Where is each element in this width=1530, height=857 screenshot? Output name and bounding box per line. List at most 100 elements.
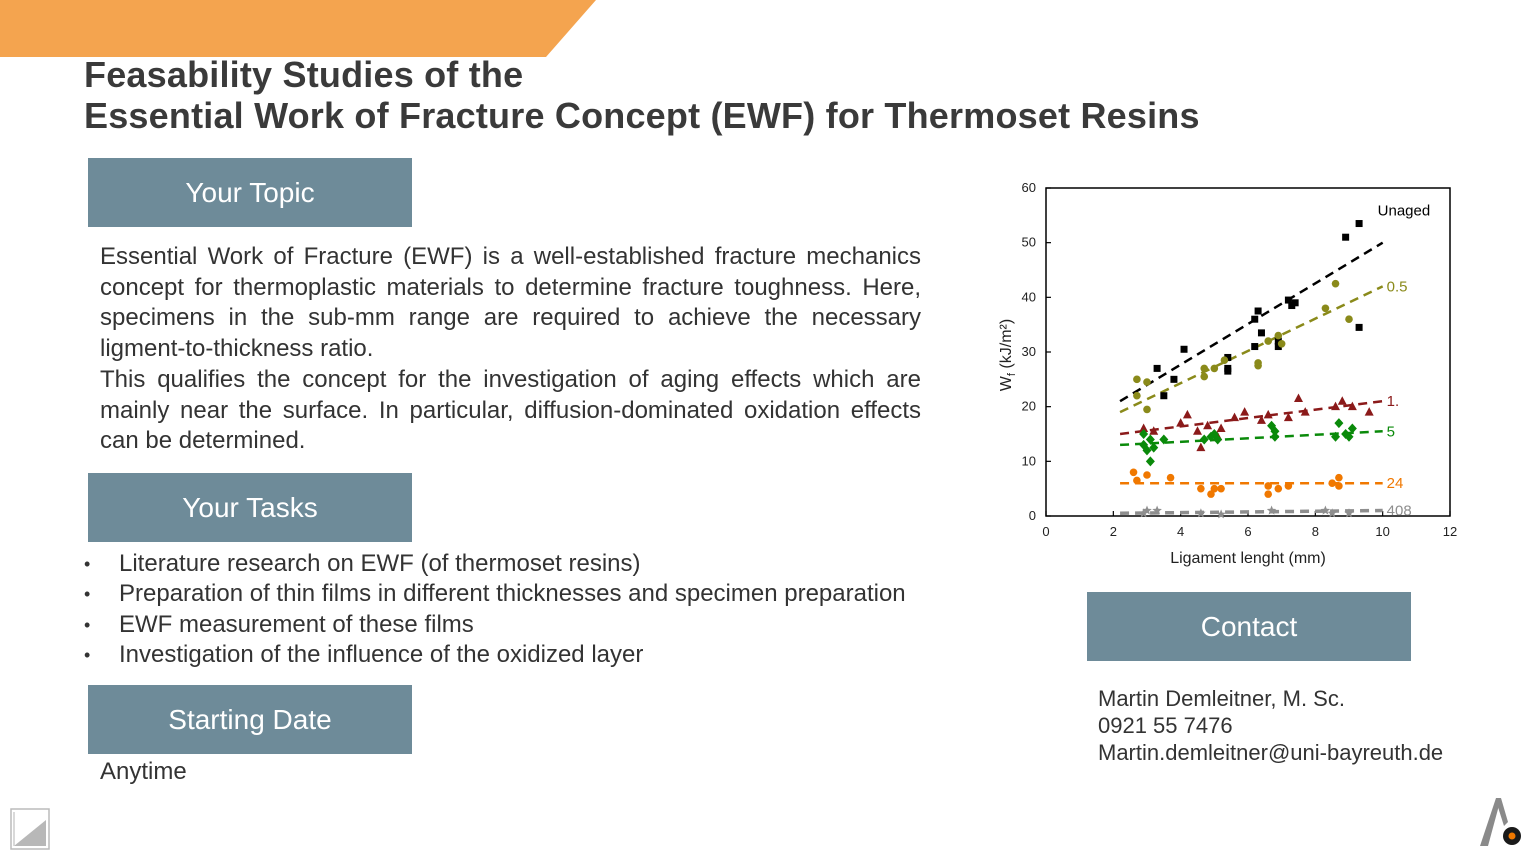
data-point-circle xyxy=(1143,405,1151,414)
x-tick-label: 0 xyxy=(1042,524,1049,539)
topic-paragraph-2: This qualifies the concept for the inves… xyxy=(100,365,921,455)
data-point-square xyxy=(1291,299,1299,307)
data-point-star xyxy=(1216,509,1226,519)
y-tick-label: 20 xyxy=(1022,399,1036,414)
starting-date-value: Anytime xyxy=(100,758,187,785)
bullet-icon: • xyxy=(84,614,91,635)
task-text: Investigation of the influence of the ox… xyxy=(119,641,644,669)
data-point-triangle xyxy=(1300,407,1310,416)
data-point-triangle xyxy=(1196,442,1206,452)
data-point-circle xyxy=(1210,364,1219,373)
fit-line xyxy=(1120,508,1383,516)
top-banner-decoration xyxy=(0,0,596,57)
series-label: 408 xyxy=(1387,503,1412,520)
data-point-star xyxy=(1152,505,1162,515)
starting-date-heading-box: Starting Date xyxy=(88,685,412,754)
data-point-diamond xyxy=(1209,429,1219,439)
banner-shape xyxy=(0,0,596,57)
data-point-diamond xyxy=(1142,445,1152,456)
data-point-triangle xyxy=(1182,409,1192,419)
data-point-triangle xyxy=(1331,401,1341,411)
x-tick-label: 12 xyxy=(1443,524,1457,539)
contact-heading: Contact xyxy=(1200,610,1298,642)
chart-fit-lines xyxy=(1119,241,1384,516)
data-point-diamond xyxy=(1149,442,1159,453)
data-point-triangle xyxy=(1347,401,1357,411)
series-label: 1. xyxy=(1387,393,1400,410)
data-point-square xyxy=(1224,353,1232,361)
data-point-diamond xyxy=(1334,418,1344,429)
page-title: Feasability Studies of the Essential Wor… xyxy=(84,54,1200,136)
data-point-circle xyxy=(1166,473,1175,482)
contact-name: Martin Demleitner, M. Sc. xyxy=(1098,686,1345,711)
data-point-triangle xyxy=(1193,426,1202,435)
data-point-circle xyxy=(1129,468,1138,477)
data-point-circle xyxy=(1335,473,1343,482)
data-point-triangle xyxy=(1364,407,1374,416)
data-point-square xyxy=(1342,233,1350,241)
data-point-square xyxy=(1355,220,1363,228)
data-point-triangle xyxy=(1139,423,1149,433)
fit-line xyxy=(1119,285,1384,414)
data-point-square xyxy=(1254,307,1262,315)
y-tick-label: 30 xyxy=(1022,344,1036,359)
data-point-diamond xyxy=(1206,431,1216,442)
data-point-circle xyxy=(1331,279,1340,288)
data-point-circle xyxy=(1345,315,1353,323)
data-point-triangle xyxy=(1230,412,1240,422)
data-point-circle xyxy=(1143,471,1151,479)
data-point-circle xyxy=(1133,375,1141,384)
data-point-circle xyxy=(1200,364,1209,373)
data-point-star xyxy=(1266,505,1277,515)
contact-phone: 0921 55 7476 xyxy=(1098,713,1233,738)
university-logo-icon xyxy=(1480,798,1521,846)
data-point-star xyxy=(1138,508,1149,518)
bullet-icon: • xyxy=(84,554,91,574)
data-point-star xyxy=(1320,505,1331,515)
data-point-diamond xyxy=(1270,431,1280,442)
data-point-square xyxy=(1160,392,1168,400)
data-point-diamond xyxy=(1347,423,1357,434)
bullet-icon: • xyxy=(84,584,91,605)
data-point-star xyxy=(1196,508,1206,518)
x-tick-label: 10 xyxy=(1375,524,1389,539)
data-point-triangle xyxy=(1263,409,1273,419)
data-point-square xyxy=(1284,296,1292,304)
data-point-circle xyxy=(1133,391,1141,400)
chart-x-axis-label: Ligament lenght (mm) xyxy=(1170,550,1326,567)
x-tick-label: 8 xyxy=(1312,524,1319,539)
title-line-2: Essential Work of Fracture Concept (EWF)… xyxy=(84,95,1200,136)
data-point-circle xyxy=(1321,304,1330,313)
data-point-square xyxy=(1274,337,1282,345)
tasks-heading: Your Tasks xyxy=(182,491,318,523)
data-point-square xyxy=(1153,364,1161,372)
chart-y-axis-label-main: W xyxy=(998,375,1015,391)
data-point-square xyxy=(1355,323,1363,331)
data-point-circle xyxy=(1274,331,1283,340)
data-point-circle xyxy=(1143,378,1151,386)
y-tick-label: 50 xyxy=(1022,235,1036,250)
x-tick-label: 6 xyxy=(1244,524,1251,539)
x-tick-label: 4 xyxy=(1177,524,1184,539)
y-tick-label: 10 xyxy=(1022,453,1036,468)
data-point-diamond xyxy=(1270,426,1280,437)
series-label: 0.5 xyxy=(1387,278,1408,295)
contact-info: Martin Demleitner, M. Sc. 0921 55 7476 M… xyxy=(1098,685,1443,766)
logo-left-icon xyxy=(10,808,50,850)
contact-heading-box: Contact xyxy=(1087,592,1411,661)
data-point-triangle xyxy=(1176,418,1186,427)
data-point-circle xyxy=(1254,361,1262,370)
data-point-star xyxy=(1344,508,1354,518)
data-point-diamond xyxy=(1213,434,1223,445)
x-tick-label: 2 xyxy=(1110,524,1117,539)
contact-email[interactable]: Martin.demleitner@uni-bayreuth.de xyxy=(1098,740,1444,765)
chart-y-axis-label-unit: (kJ/m²) xyxy=(998,319,1015,373)
data-point-diamond xyxy=(1145,456,1155,467)
data-point-square xyxy=(1224,367,1232,375)
topic-paragraph-1: Essential Work of Fracture (EWF) is a we… xyxy=(100,243,921,363)
tasks-list: •Literature research on EWF (of thermose… xyxy=(84,549,906,671)
task-item: •Investigation of the influence of the o… xyxy=(84,640,906,670)
y-tick-label: 60 xyxy=(1022,180,1036,195)
